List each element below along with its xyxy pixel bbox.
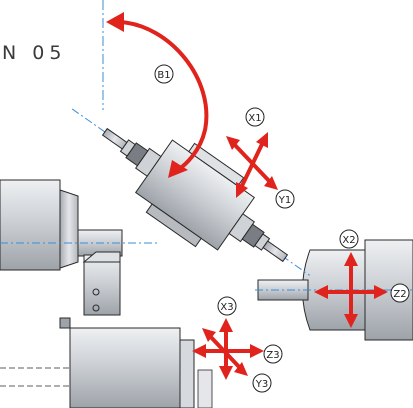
z3-label: Z3 — [263, 344, 283, 364]
y3-label: Y3 — [252, 373, 272, 393]
x1-y1-axes — [226, 132, 278, 198]
y1-label: Y1 — [275, 189, 295, 209]
x1-label: X1 — [245, 107, 265, 127]
b1-label-text: B1 — [157, 70, 170, 81]
x1-label-text: X1 — [248, 113, 261, 124]
machine-base — [0, 327, 213, 408]
diagram-title: N 05 — [2, 42, 67, 64]
x2-label: X2 — [339, 229, 359, 249]
milling-head — [71, 108, 310, 276]
b1-rotation-arrow — [106, 12, 209, 178]
x3-label: X3 — [217, 296, 237, 316]
x2-label-text: X2 — [342, 235, 355, 246]
tool-post — [59, 251, 121, 329]
z2-label: Z2 — [390, 283, 410, 303]
z3-label-text: Z3 — [266, 350, 279, 361]
x2-z2-axes — [314, 252, 388, 328]
b1-label: B1 — [154, 64, 174, 84]
y1-label-text: Y1 — [278, 195, 291, 206]
y3-label-text: Y3 — [255, 379, 268, 390]
z2-label-text: Z2 — [393, 289, 406, 300]
x3-z3-y3-axes — [192, 318, 264, 380]
x3-label-text: X3 — [220, 302, 233, 313]
